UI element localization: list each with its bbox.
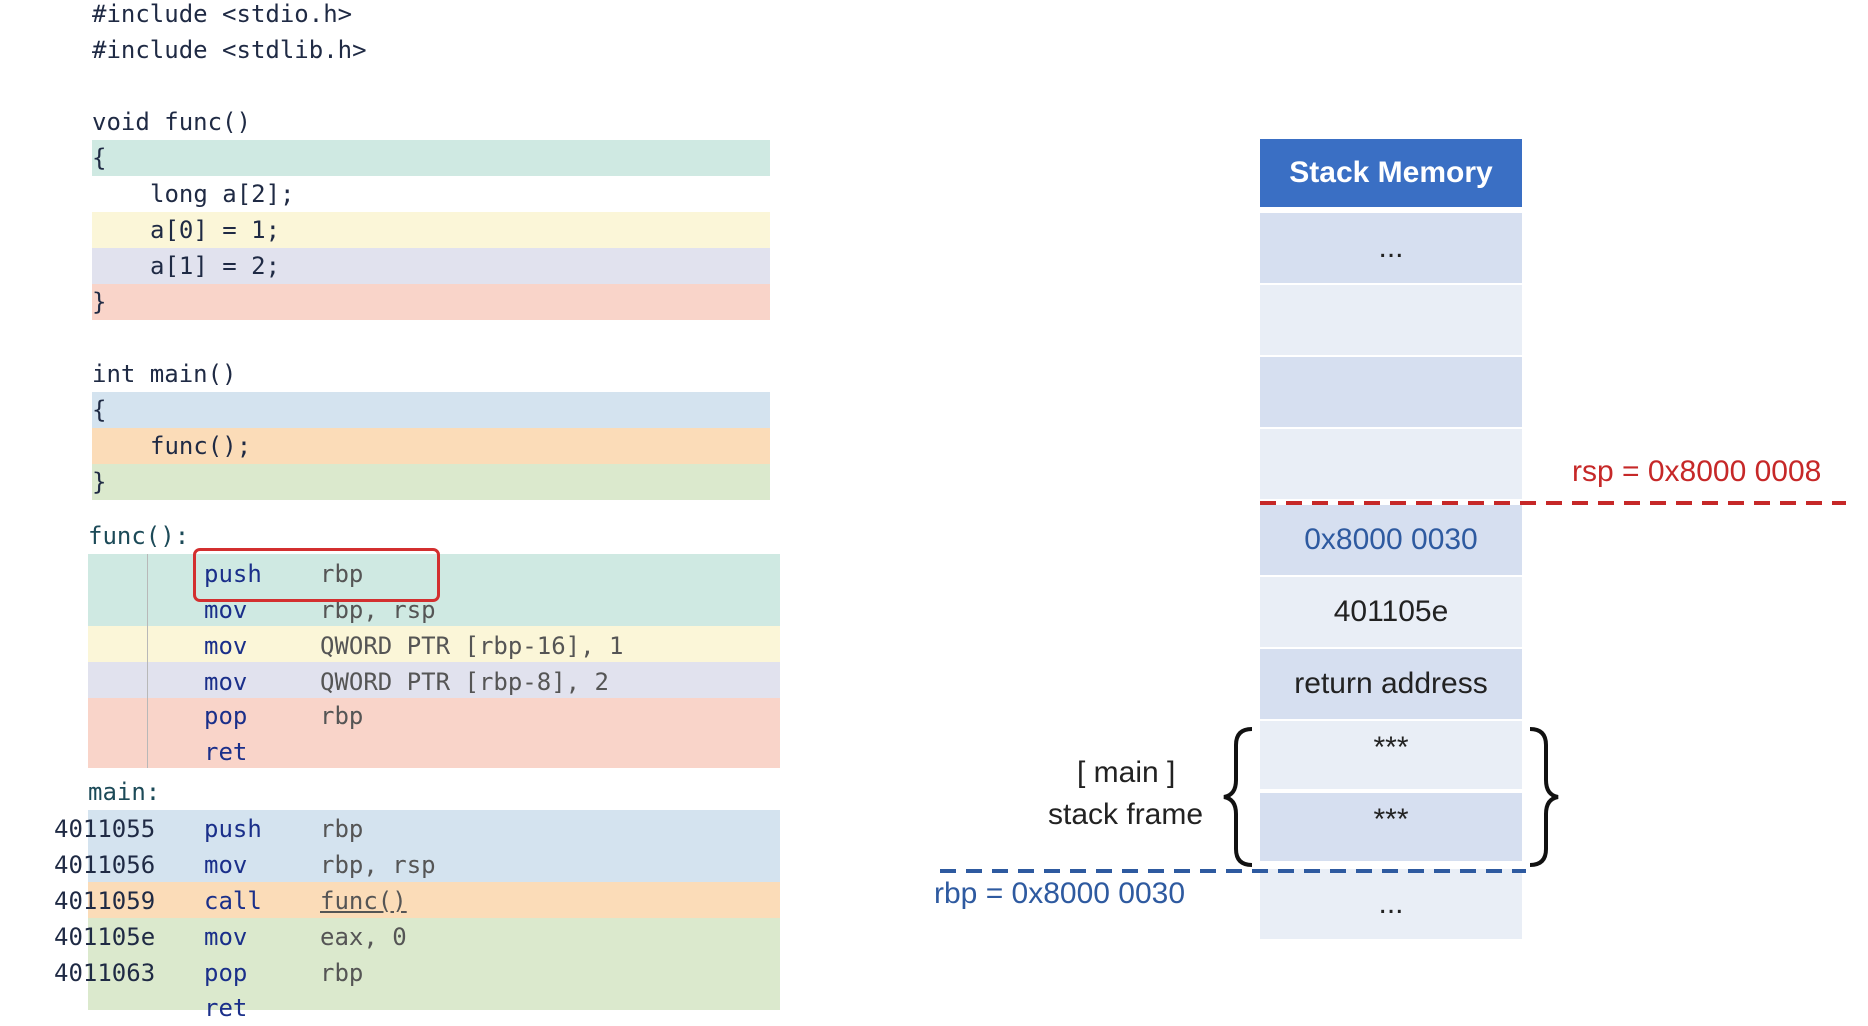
stack-cell-1: ... (1260, 213, 1522, 285)
func-line-2: a[0] = 1; (150, 216, 281, 244)
func-line-1: long a[2]; (150, 180, 295, 208)
func-line-3: a[1] = 2; (150, 252, 281, 280)
func-asm-op-6: ret (204, 738, 248, 766)
include-stdio: #include <stdio.h> (92, 0, 353, 28)
rsp-label: rsp = 0x8000 0008 (1572, 455, 1822, 488)
rbp-label: rbp = 0x8000 0030 (934, 877, 1186, 910)
func-asm-op-4: mov (204, 668, 248, 696)
main-asm-op-3: call (204, 887, 262, 915)
func-asm-op-1: push (204, 560, 262, 588)
stack-cell-main-1: *** (1260, 721, 1522, 791)
main-asm-args-1: rbp (320, 815, 364, 843)
func-open-brace: { (92, 144, 107, 172)
main-asm-addr-4: 401105e (54, 923, 156, 951)
main-asm-addr-2: 4011056 (54, 851, 156, 879)
right-brace (1529, 727, 1559, 867)
func-asm-op-5: pop (204, 702, 248, 730)
left-brace (1223, 727, 1253, 867)
stack-cell-bottom: ... (1260, 869, 1522, 941)
stack-cell-4 (1260, 429, 1522, 501)
frame-label-1: [ main ] (1077, 756, 1176, 789)
main-asm-addr-3: 4011059 (54, 887, 156, 915)
current-instruction-highlight (193, 548, 440, 602)
main-asm-args-4: eax, 0 (320, 923, 407, 951)
func-asm-args-4: QWORD PTR [rbp-8], 2 (320, 668, 609, 696)
stack-cell-saved-rbp: 0x8000 0030 (1260, 505, 1522, 577)
main-asm-addr-5: 4011063 (54, 959, 156, 987)
stack-cell-return-value: 401105e (1260, 577, 1522, 649)
main-asm-args-5: rbp (320, 959, 364, 987)
func-signature: void func() (92, 108, 251, 136)
func-asm-label: func(): (88, 522, 190, 550)
func-asm-args-1: rbp (320, 560, 364, 588)
main-line-1: func(); (150, 432, 252, 460)
stack-cell-return-address: return address (1260, 649, 1522, 721)
func-close-brace: } (92, 288, 107, 316)
func-asm-args-3: QWORD PTR [rbp-16], 1 (320, 632, 624, 660)
include-stdlib: #include <stdlib.h> (92, 36, 367, 64)
stack-cell-3 (1260, 357, 1522, 429)
main-asm-addr-1: 4011055 (54, 815, 156, 843)
main-asm-args-2: rbp, rsp (320, 851, 436, 879)
stack-header: Stack Memory (1260, 139, 1522, 209)
func-call-link[interactable]: func() (320, 887, 407, 915)
main-asm-label: main: (88, 778, 161, 806)
main-asm-op-2: mov (204, 851, 248, 879)
stack-cell-main-2: *** (1260, 793, 1522, 863)
main-close-brace: } (92, 468, 107, 496)
main-signature: int main() (92, 360, 237, 388)
main-asm-op-1: push (204, 815, 262, 843)
stack-cell-2 (1260, 285, 1522, 357)
func-asm-op-3: mov (204, 632, 248, 660)
main-asm-op-4: mov (204, 923, 248, 951)
func-asm-args-5: rbp (320, 702, 364, 730)
main-asm-op-5: pop (204, 959, 248, 987)
main-open-brace: { (92, 396, 107, 424)
frame-label-2: stack frame (1048, 798, 1204, 831)
